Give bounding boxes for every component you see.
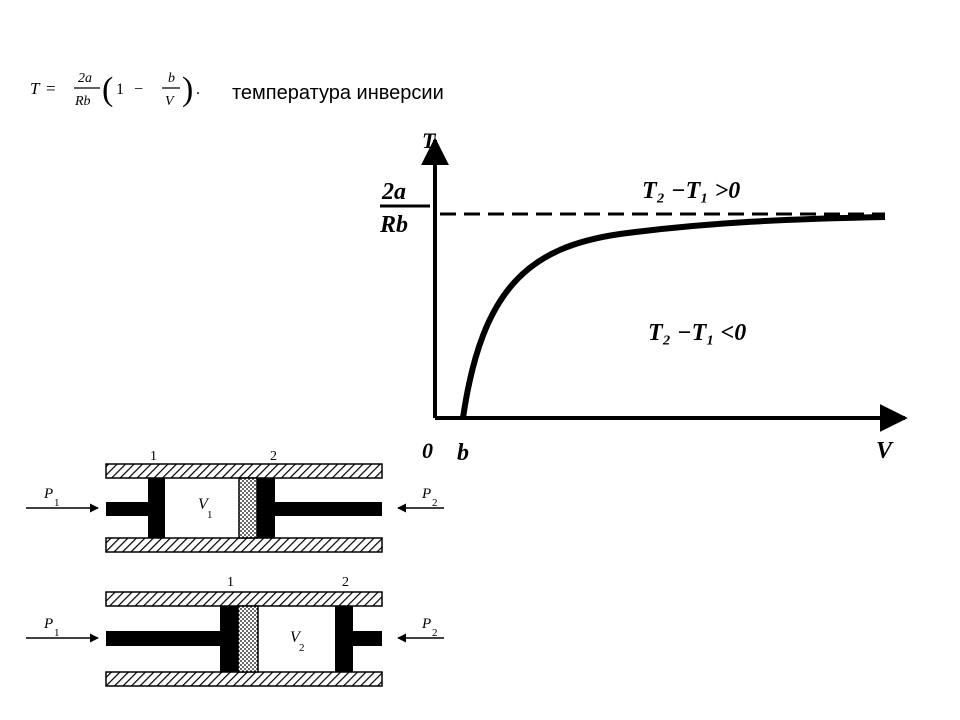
x-axis-label: V [876,438,894,464]
bottom-p2-arrow-group: P 2 [397,616,444,643]
bottom-p2-label: P [421,616,431,632]
throttling-piston-diagram-initial: 1 2 V 1 P 1 [26,449,383,553]
bottom-left-rod [106,631,220,646]
top-p1-label: P [43,486,53,502]
top-porous-plug [238,477,258,539]
bottom-porous-plug [237,605,259,673]
inversion-temperature-formula: T = 2a Rb ( 1 − b V ) . [30,71,200,109]
formula-one: 1 [116,81,124,98]
throttling-piston-diagram-final: 1 2 V 2 P 1 [26,575,383,687]
region-lower-label: T₂ −T₁ <0 [648,320,746,346]
top-left-rod [106,502,148,516]
top-wall-lower [105,537,383,553]
formula-trail: . [196,81,200,98]
formula-frac1-denominator: Rb [74,94,91,109]
b-label: b [457,440,469,466]
formula-paren-open: ( [102,71,113,108]
bottom-right-piston [335,606,353,672]
top-p2-subscript: 2 [432,497,438,509]
formula-frac2-denominator: V [165,94,175,109]
origin-label: 0 [422,438,433,463]
bottom-volume-subscript: 2 [299,642,305,654]
caption-inversion-temperature: температура инверсии [232,82,444,104]
formula-frac1-numerator: 2a [78,71,92,86]
bottom-label-2: 2 [342,575,349,590]
bottom-p1-label: P [43,616,53,632]
bottom-wall-lower [105,671,383,687]
top-label-1: 1 [150,449,157,464]
top-p2-arrow-group: P 2 [397,486,444,513]
top-p2-label: P [421,486,431,502]
inversion-curve [460,214,886,419]
bottom-volume-label: V [290,629,302,646]
bottom-p1-subscript: 1 [54,627,60,639]
y-axis-label: T [422,128,437,153]
asymptote-label-denominator: Rb [379,212,408,238]
top-right-piston [257,478,275,538]
bottom-label-1: 1 [227,575,234,590]
formula-equals: = [46,79,56,98]
top-right-rod [275,502,382,516]
region-upper-label: T₂ −T₁ >0 [642,178,740,204]
top-volume-label: V [198,496,210,513]
inversion-curve-graph: T V 0 b 2a Rb T₂ −T₁ >0 T₂ −T₁ <0 [379,128,908,466]
asymptote-label-numerator: 2a [381,179,406,205]
formula-lhs: T [30,79,41,98]
formula-frac2-numerator: b [168,71,175,86]
top-left-piston [148,478,165,538]
top-p1-subscript: 1 [54,497,60,509]
bottom-wall-upper [105,591,383,607]
top-volume-subscript: 1 [207,509,213,521]
bottom-p2-subscript: 2 [432,627,438,639]
top-wall-upper [105,463,383,479]
formula-minus: − [134,81,143,98]
bottom-right-rod [353,631,382,646]
formula-paren-close: ) [182,71,193,108]
top-label-2: 2 [270,449,277,464]
bottom-left-piston [220,606,238,672]
